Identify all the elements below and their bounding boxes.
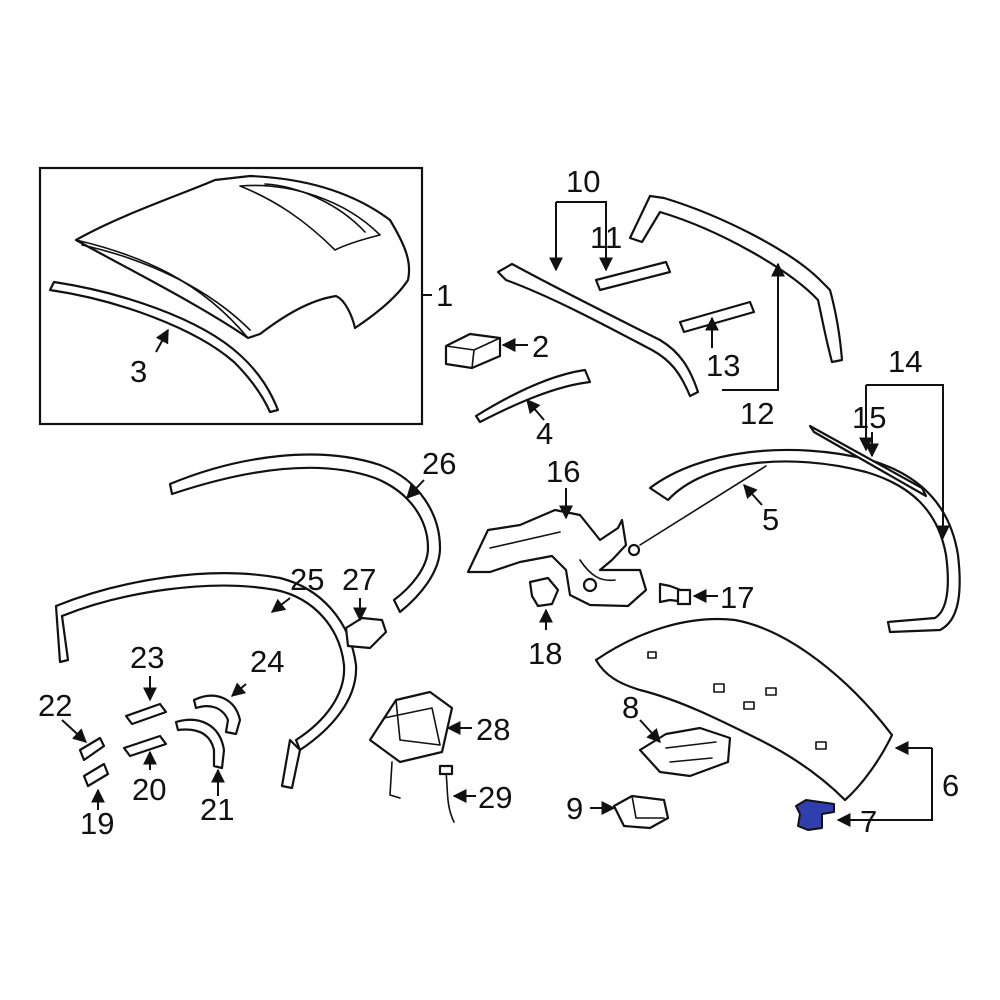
leader-10b — [556, 201, 613, 272]
front-seal-strip-part[interactable] — [474, 368, 592, 424]
callout-29: 29 — [478, 780, 512, 815]
callout-24: 24 — [250, 644, 284, 679]
leader-4 — [526, 398, 545, 421]
leader-6b — [838, 748, 933, 821]
leader-25 — [270, 597, 291, 613]
callout-8: 8 — [622, 690, 639, 725]
highlighted-bracket-part[interactable] — [795, 799, 835, 831]
clip-part[interactable] — [528, 576, 560, 608]
callout-14: 14 — [888, 344, 922, 379]
leader-24 — [230, 682, 247, 697]
callout-21: 21 — [200, 792, 234, 827]
bow-strip-part[interactable] — [808, 424, 928, 498]
trim-piece-24-part[interactable] — [192, 694, 242, 736]
callout-20: 20 — [132, 772, 166, 807]
bolt-part[interactable] — [658, 582, 692, 606]
callout-10: 10 — [566, 164, 600, 199]
callout-19: 19 — [80, 806, 114, 841]
callout-1: 1 — [436, 278, 453, 313]
hardtop-weatherstrip-part[interactable] — [48, 280, 280, 414]
highlighted-bracket-fill — [795, 799, 835, 831]
leader-5 — [743, 483, 763, 506]
callout-18: 18 — [528, 636, 562, 671]
leader-3 — [155, 328, 169, 353]
latch-assembly-part[interactable] — [638, 726, 732, 778]
callout-27: 27 — [342, 562, 376, 597]
callout-13: 13 — [706, 348, 740, 383]
callout-28: 28 — [476, 712, 510, 747]
rod-part[interactable] — [627, 465, 767, 557]
tonneau-cover-part[interactable] — [594, 617, 894, 802]
callout-12: 12 — [740, 396, 774, 431]
drain-hose-part[interactable] — [438, 764, 455, 823]
leader-26 — [406, 479, 425, 500]
callout-17: 17 — [720, 580, 754, 615]
leader-22 — [61, 719, 88, 743]
side-weatherstrip-upper-part[interactable] — [168, 453, 442, 614]
leader-12 — [722, 262, 785, 391]
leader-8 — [639, 719, 661, 744]
callout-23: 23 — [130, 640, 164, 675]
callout-16: 16 — [546, 454, 580, 489]
strip-bracket-part[interactable] — [344, 616, 388, 650]
cover-clip-part[interactable] — [612, 794, 670, 830]
storage-tray-part[interactable] — [368, 690, 454, 799]
front-header-bow-part[interactable] — [496, 262, 700, 398]
leader-14b — [866, 384, 950, 540]
callout-7: 7 — [860, 804, 877, 839]
callout-5: 5 — [762, 502, 779, 537]
side-weatherstrip-lower-part[interactable] — [54, 572, 358, 790]
callout-9: 9 — [566, 791, 583, 826]
lower-bracket-part[interactable] — [678, 300, 756, 334]
rear-bow-assembly-part[interactable] — [648, 448, 961, 634]
roof-linkage-part[interactable] — [466, 508, 648, 608]
trim-piece-23-part[interactable] — [124, 702, 168, 726]
callout-15: 15 — [852, 400, 886, 435]
callout-22: 22 — [38, 688, 72, 723]
trim-piece-19-part[interactable] — [82, 762, 110, 788]
trim-piece-20-part[interactable] — [122, 734, 168, 758]
rear-frame-bow-part[interactable] — [628, 194, 844, 364]
trim-piece-22-part[interactable] — [78, 736, 106, 762]
header-bracket-part[interactable] — [594, 260, 672, 292]
callout-26: 26 — [422, 446, 456, 481]
pad-block-part[interactable] — [444, 332, 502, 370]
callout-11: 11 — [590, 220, 622, 255]
callout-2: 2 — [532, 329, 549, 364]
hardtop-shell-part[interactable] — [74, 174, 411, 340]
callout-25: 25 — [290, 562, 324, 597]
callout-6: 6 — [942, 768, 959, 803]
callout-3: 3 — [130, 354, 147, 389]
callout-4: 4 — [536, 416, 553, 451]
trim-piece-21-part[interactable] — [174, 718, 226, 770]
